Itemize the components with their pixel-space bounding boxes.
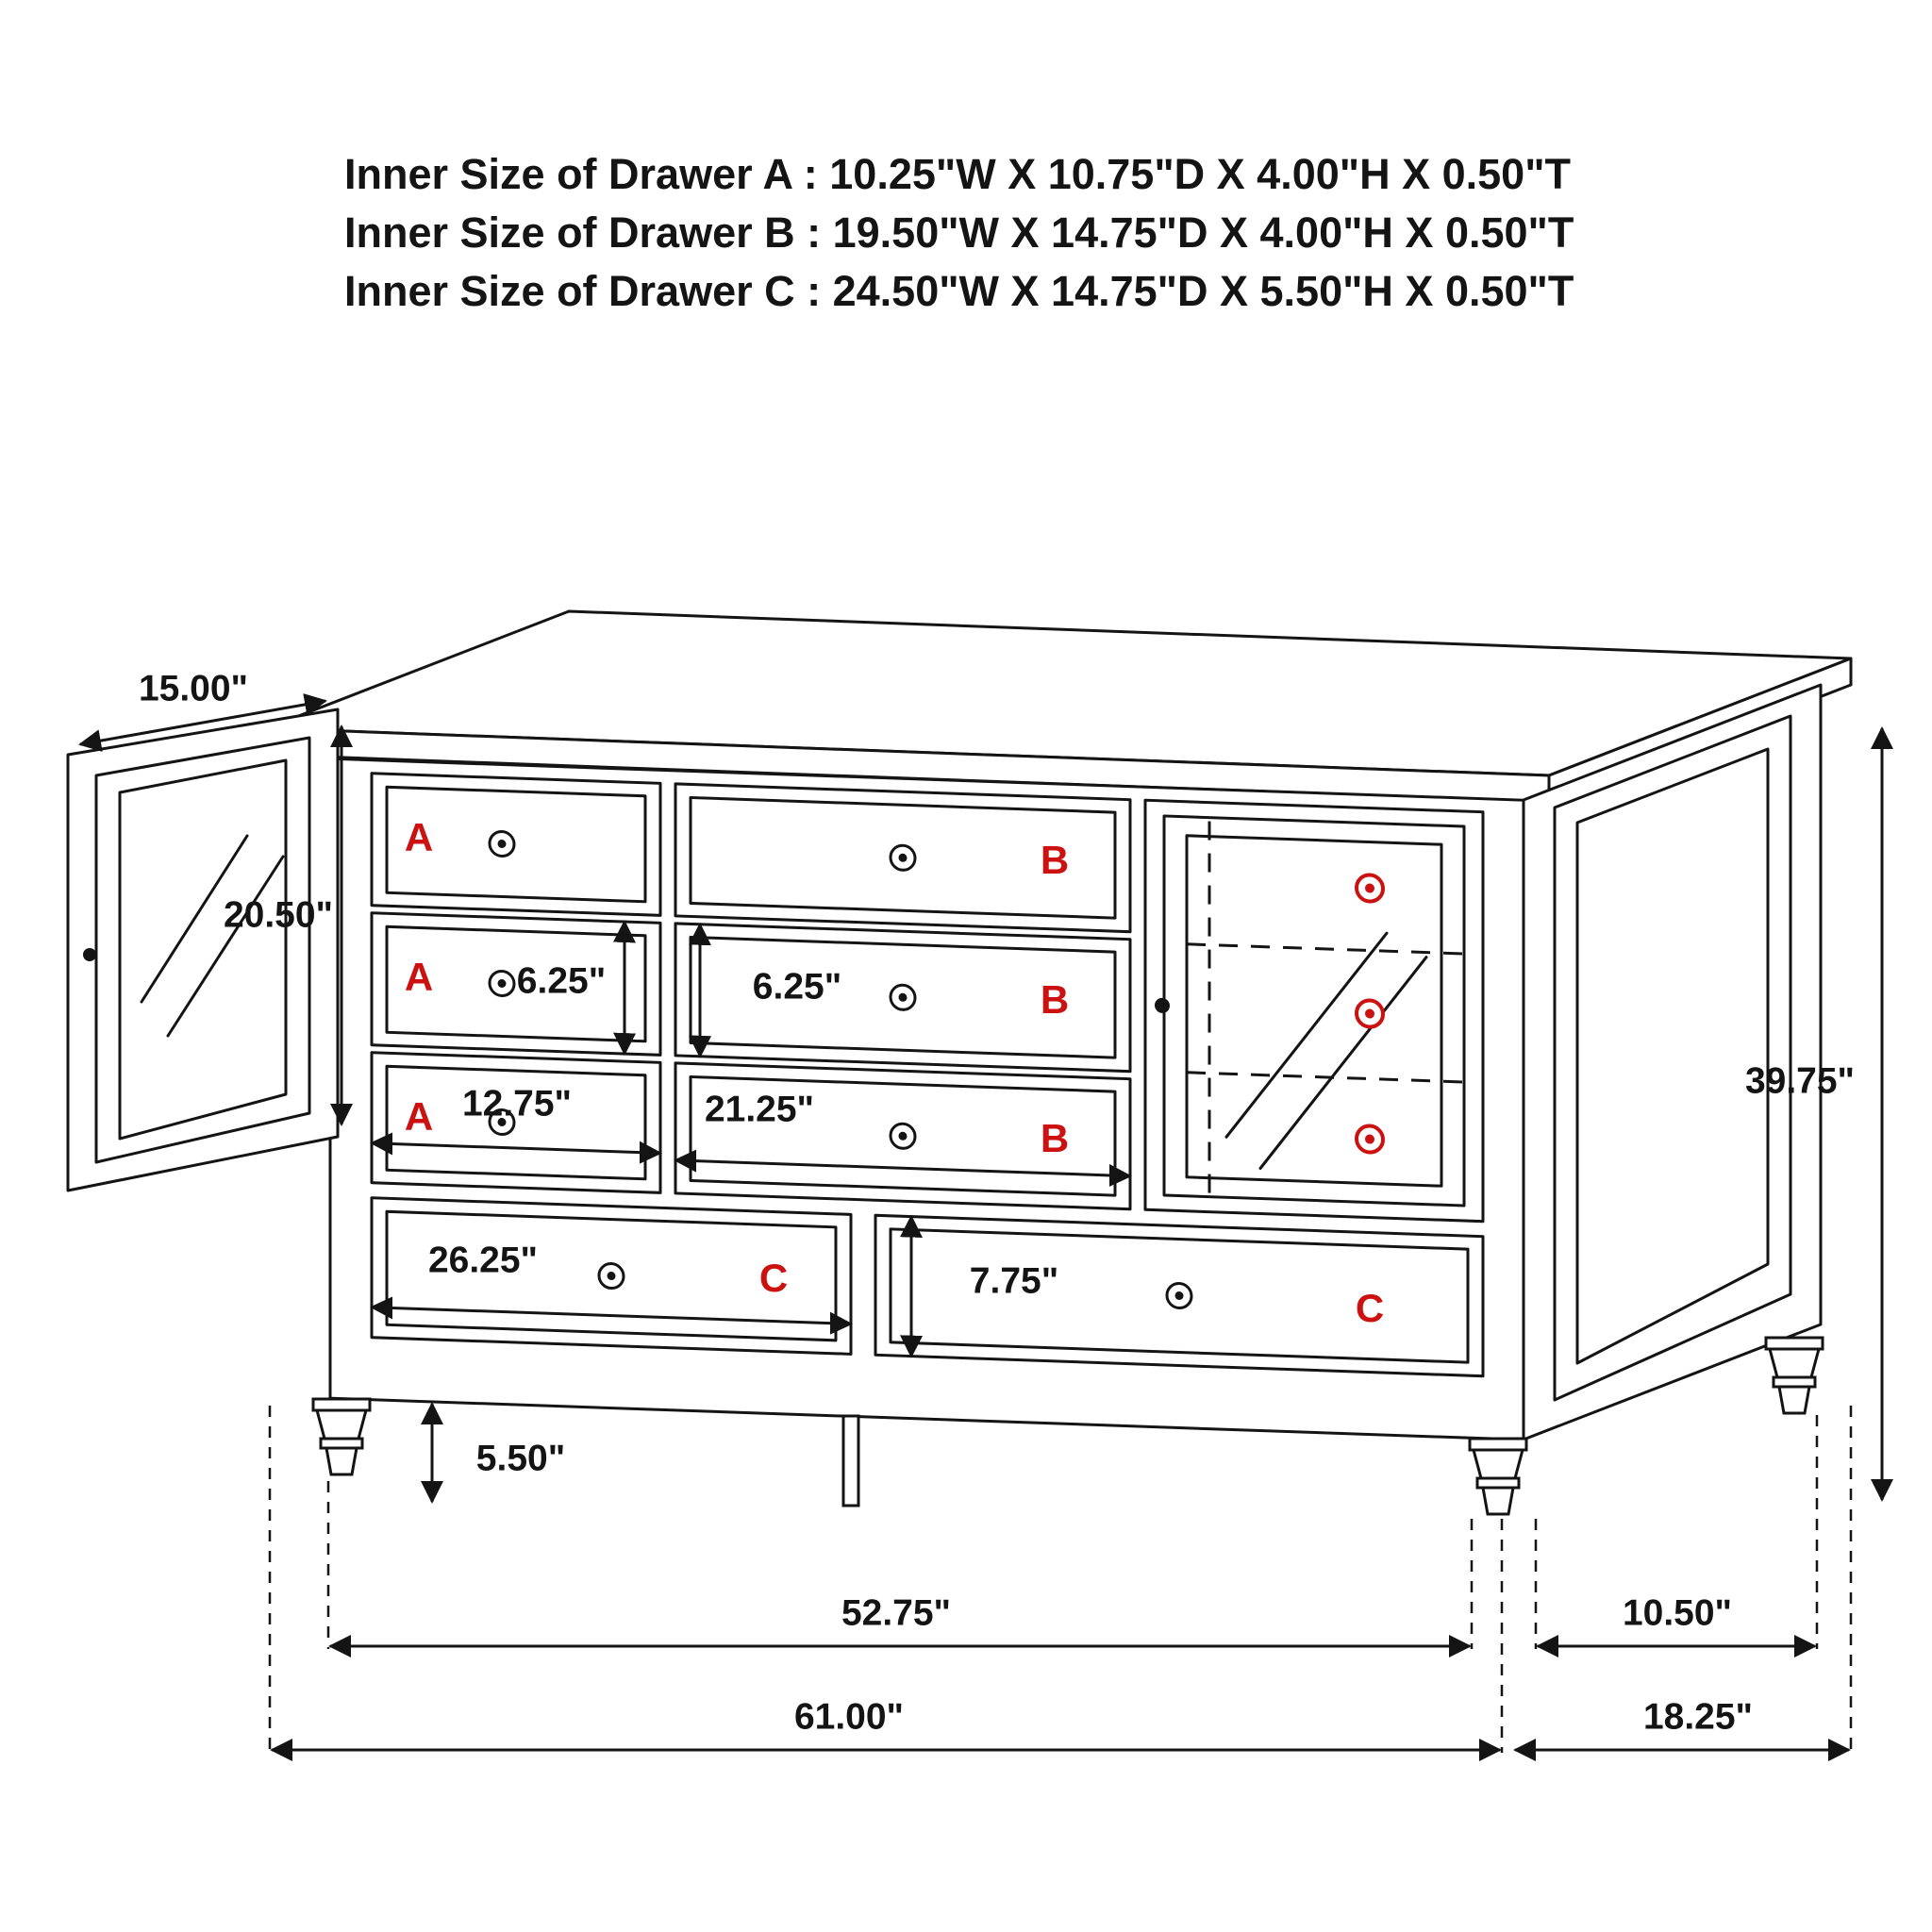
side-panel-frame [1553,714,1792,1402]
hidden-drawer-outline [1187,1071,1464,1084]
drawer-a-3-label: A [405,1094,433,1139]
title-drawer-a-size: Inner Size of Drawer A : 10.25"W X 10.75… [344,150,1571,198]
drawer-c-right-label: C [1356,1286,1384,1330]
drawer-letter-labels: A A A B B B C C [405,815,1384,1330]
drawer-b-3-label: B [1041,1116,1069,1160]
legs [311,1336,1824,1516]
door-panel [66,708,340,1192]
dim-arrow-drawer-a-width [370,1132,662,1164]
dim-arrow-drawer-b-width [674,1149,1132,1187]
dim-overall-height-label: 39.75" [1745,1060,1855,1101]
side-panel-inset [1575,747,1770,1365]
door-glass [118,758,288,1141]
center-support-leg [841,1414,860,1507]
dim-drawer-a-width-label: 12.75" [462,1083,572,1124]
dim-arrow-drawer-c-left-width [370,1296,853,1335]
dim-arrow-open-door-width [78,693,327,752]
hidden-drawer-knob [1355,1124,1385,1155]
open-left-door [66,708,340,1192]
title-drawer-c-size: Inner Size of Drawer C : 24.50"W X 14.75… [344,267,1574,315]
dim-overall-depth-label: 18.25" [1643,1696,1753,1737]
glass-reflection-mark [140,834,249,1004]
dim-drawer-a-height-label: 6.25" [517,960,606,1001]
dim-overall-width-label: 61.00" [794,1696,904,1737]
right-door-knob [1155,997,1170,1013]
dim-side-leg-span-label: 10.50" [1623,1592,1732,1633]
drawer-a-2-label: A [405,955,433,999]
glass-reflection-mark [1224,931,1389,1139]
title-drawer-b-size: Inner Size of Drawer B : 19.50"W X 14.75… [344,208,1574,257]
dim-base-height-label: 5.50" [476,1438,565,1478]
drawer-c-left-label: C [759,1256,788,1300]
projection-lines [268,1406,1853,1753]
hidden-drawer-knob [1355,998,1385,1029]
drawer-b-1-label: B [1041,838,1069,882]
dim-drawer-b-width-label: 21.25" [705,1089,814,1129]
dresser-front-face [328,757,1525,1441]
right-glass-door [1143,798,1485,1224]
dim-drawer-c-left-width-label: 26.25" [428,1240,538,1280]
hidden-drawer-outline [1187,942,1464,956]
hidden-drawer-knob [1355,873,1385,904]
drawer-b-2-label: B [1041,977,1069,1022]
drawer-a-1-label: A [405,815,433,859]
dimension-labels: 15.00" 20.50" 6.25" 6.25" 12.75" 21.25" … [139,668,1855,1737]
drawer-a-2 [370,911,662,1057]
dim-open-door-height-label: 20.50" [224,894,333,935]
dimension-arrows [78,693,1893,1761]
glass-reflection-mark [1258,956,1428,1170]
glass-reflection-mark [166,855,285,1038]
drawer-a-1 [370,772,662,917]
dim-front-leg-span-label: 52.75" [841,1592,951,1633]
dim-drawer-c-height-label: 7.75" [970,1260,1058,1301]
dim-open-door-width-label: 15.00" [139,668,248,708]
left-door-knob [83,948,96,961]
drawer-knobs [488,830,1193,1310]
dim-drawer-b-height-label: 6.25" [753,966,841,1007]
